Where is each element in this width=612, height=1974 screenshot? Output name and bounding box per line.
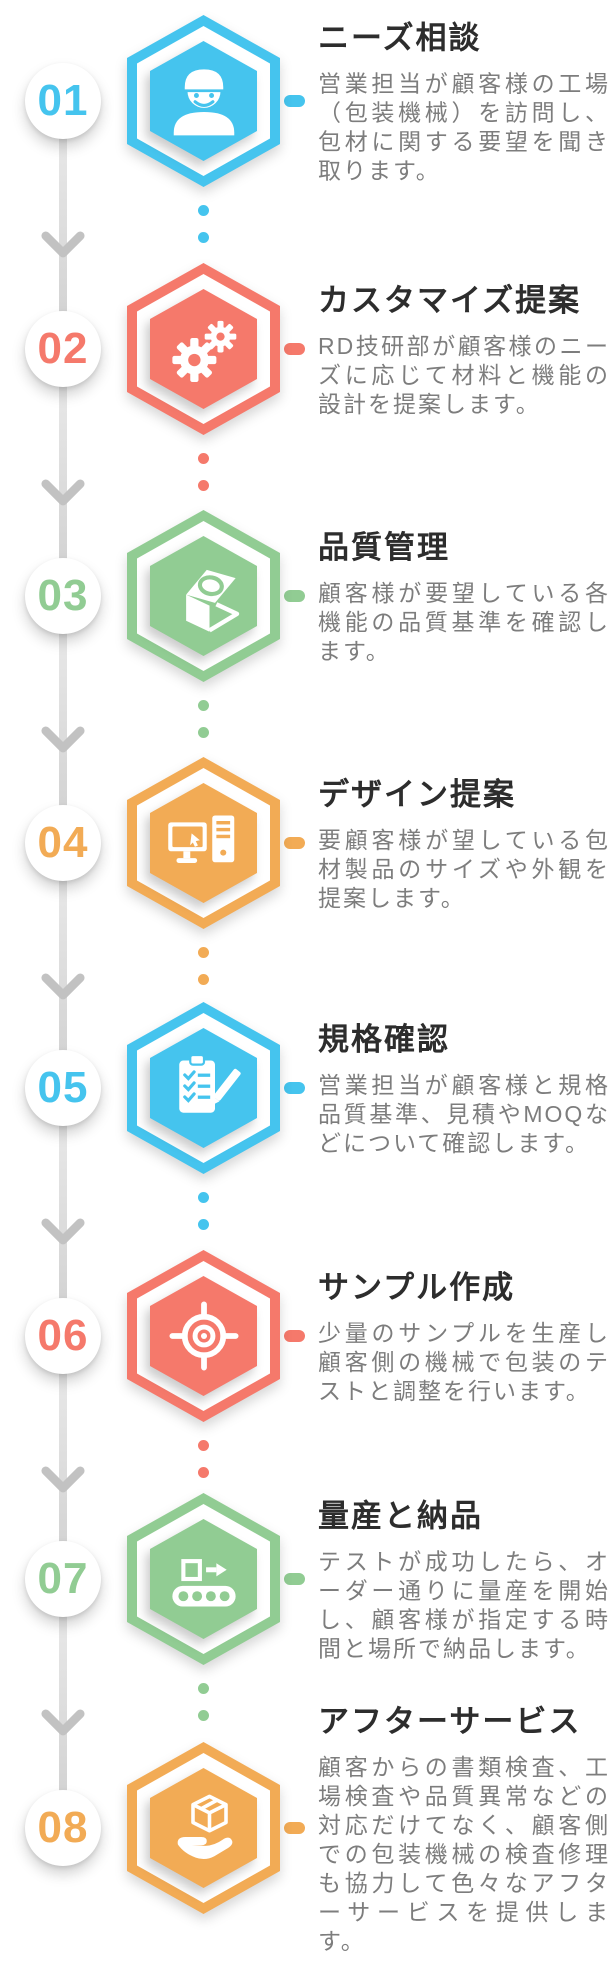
gears-icon [127,263,280,435]
step-text-block: カスタマイズ提案 RD技研部が顧客様のニーズに応じて材料と機能の設計を提案します… [318,283,610,419]
separator-dot [198,232,209,243]
timeline-line [59,843,67,1093]
arrow-down-icon [40,1709,86,1739]
step-number-badge: 06 [25,1298,101,1374]
step-number-badge: 03 [25,558,101,634]
step-title: 量産と納品 [318,1498,483,1534]
step-number: 04 [37,818,89,867]
step-text-block: アフターサービス 顧客からの書類検査、工場検査や品質異常などの対応だけてなく、顧… [318,1704,610,1956]
step-number: 07 [37,1554,89,1603]
separator-dot [198,974,209,985]
hexagon-text-connector [284,1330,305,1342]
step-number-badge: 01 [25,63,101,139]
separator-dot [198,727,209,738]
step-hexagon [127,263,280,435]
step-title: 規格確認 [318,1022,450,1058]
hexagon-text-connector [284,590,305,602]
step-number-badge: 08 [25,1790,101,1866]
step-description: 顧客からの書類検査、工場検査や品質異常などの対応だけてなく、顧客側での包装機械の… [318,1753,610,1954]
step-number-badge: 07 [25,1541,101,1617]
step-description: 要顧客様が望している包材製品のサイズや外観を提案します。 [318,826,610,911]
worker-icon [127,15,280,187]
arrow-down-icon [40,1466,86,1496]
arrow-down-icon [40,973,86,1003]
step-number: 08 [37,1803,89,1852]
step-text-block: 品質管理 顧客様が要望している各機能の品質基準を確認します。 [318,530,610,666]
separator-dot [198,1683,209,1694]
timeline-line [59,1088,67,1338]
step-hexagon [127,510,280,682]
timeline-line [59,349,67,599]
target-icon [127,1250,280,1422]
inspection-machine-icon [127,510,280,682]
step-number-badge: 02 [25,311,101,387]
step-hexagon [127,1250,280,1422]
separator-dot [198,700,209,711]
step-hexagon [127,1742,280,1914]
step-number: 03 [37,571,89,620]
hexagon-text-connector [284,1822,305,1834]
step-hexagon [127,1002,280,1174]
separator-dot [198,947,209,958]
timeline-line [59,101,67,351]
step-text-block: デザイン提案 要顧客様が望している包材製品のサイズや外観を提案します。 [318,777,610,913]
separator-dot [198,205,209,216]
step-title: 品質管理 [318,530,450,566]
step-number-badge: 04 [25,805,101,881]
timeline-line [59,1336,67,1586]
step-title: デザイン提案 [318,777,516,813]
hexagon-text-connector [284,1082,305,1094]
step-number: 01 [37,76,89,125]
checklist-icon [127,1002,280,1174]
step-number: 02 [37,324,89,373]
step-title: ニーズ相談 [318,20,482,56]
conveyor-icon [127,1493,280,1665]
hexagon-text-connector [284,343,305,355]
separator-dot [198,1192,209,1203]
timeline-line [59,1579,67,1829]
separator-dot [198,480,209,491]
step-title: アフターサービス [318,1704,582,1740]
computer-icon [127,757,280,929]
step-description: 少量のサンプルを生産し顧客側の機械で包装のテストと調整を行います。 [318,1319,610,1404]
separator-dot [198,1710,209,1721]
step-description: テストが成功したら、オーダー通りに量産を開始し、顧客様が指定する時間と場所で納品… [318,1548,610,1662]
step-text-block: 規格確認 営業担当が顧客様と規格品質基準、見積やMOQなどについて確認します。 [318,1022,610,1158]
step-title: サンプル作成 [318,1270,516,1306]
step-number-badge: 05 [25,1050,101,1126]
step-description: 営業担当が顧客様の工場（包装機械）を訪問し、包材に関する要望を聞き取ります。 [318,70,610,184]
step-description: RD技研部が顧客様のニーズに応じて材料と機能の設計を提案します。 [318,332,610,417]
delivery-hand-icon [127,1742,280,1914]
step-hexagon [127,1493,280,1665]
timeline-line [59,596,67,846]
arrow-down-icon [40,1218,86,1248]
arrow-down-icon [40,231,86,261]
separator-dot [198,453,209,464]
step-number: 05 [37,1063,89,1112]
step-title: カスタマイズ提案 [318,283,582,319]
step-text-block: サンプル作成 少量のサンプルを生産し顧客側の機械で包装のテストと調整を行います。 [318,1270,610,1406]
separator-dot [198,1467,209,1478]
step-hexagon [127,757,280,929]
separator-dot [198,1440,209,1451]
hexagon-text-connector [284,1573,305,1585]
step-description: 営業担当が顧客様と規格品質基準、見積やMOQなどについて確認します。 [318,1071,610,1156]
separator-dot [198,1219,209,1230]
step-text-block: 量産と納品 テストが成功したら、オーダー通りに量産を開始し、顧客様が指定する時間… [318,1499,610,1664]
step-description: 顧客様が要望している各機能の品質基準を確認します。 [318,579,610,664]
hexagon-text-connector [284,95,305,107]
arrow-down-icon [40,726,86,756]
step-hexagon [127,15,280,187]
step-text-block: ニーズ相談 営業担当が顧客様の工場（包装機械）を訪問し、包材に関する要望を聞き取… [318,21,610,186]
step-number: 06 [37,1311,89,1360]
arrow-down-icon [40,479,86,509]
hexagon-text-connector [284,837,305,849]
